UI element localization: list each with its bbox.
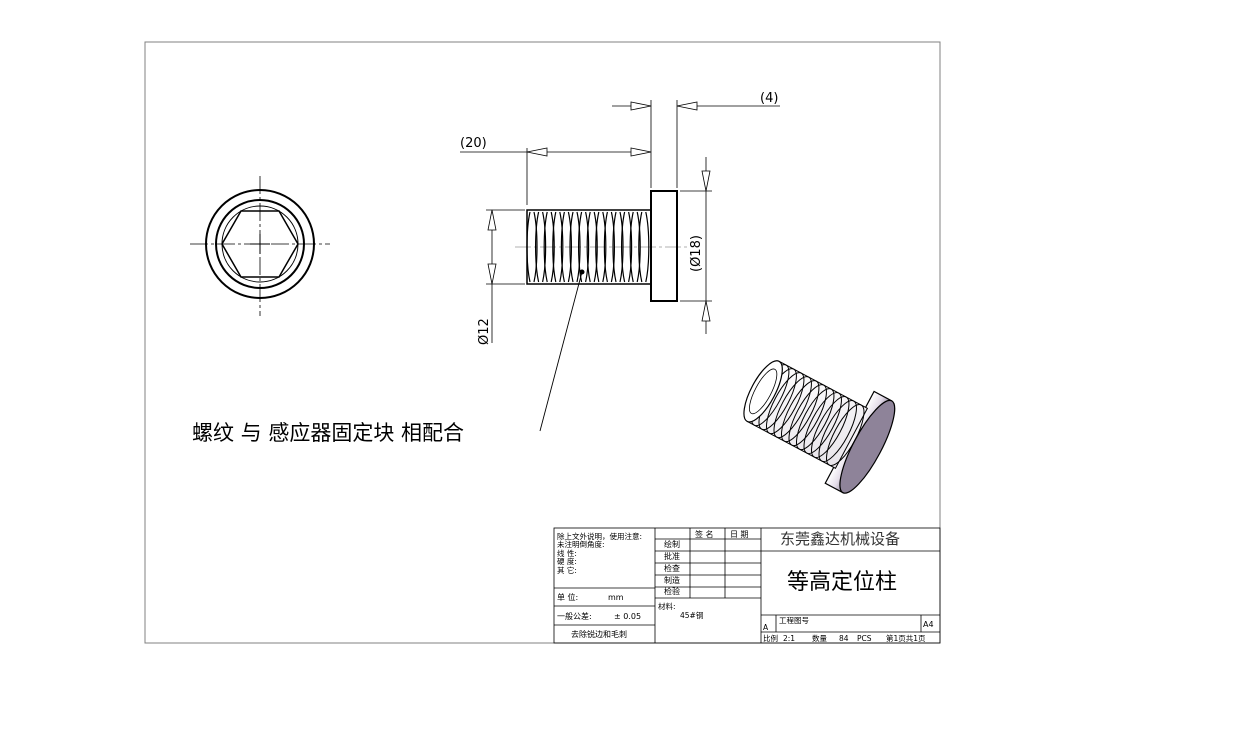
- material-label: 材料:: [658, 601, 676, 611]
- role-draw: 绘制: [664, 539, 680, 549]
- material-value: 45#钢: [680, 610, 703, 620]
- qty-value: 84: [839, 634, 849, 643]
- dim-length-label: (20): [460, 136, 487, 151]
- note-line-3: 线 性:: [557, 548, 577, 558]
- company-name: 东莞鑫达机械设备: [780, 530, 900, 548]
- qty-unit: PCS: [857, 634, 872, 643]
- tolerance-value: ± 0.05: [614, 612, 641, 621]
- role-inspect: 检验: [664, 586, 680, 596]
- note-line-1: 除上文外说明，使用注意:: [557, 531, 642, 541]
- tolerance-label: 一般公差:: [557, 611, 592, 621]
- dim-length: (20): [460, 100, 652, 205]
- role-make: 制造: [664, 575, 680, 585]
- dim-head: (4): [612, 91, 780, 188]
- end-view: [190, 176, 330, 316]
- unit-value: mm: [608, 593, 624, 602]
- qty-label: 数量: [812, 633, 827, 643]
- sheet-border: [144, 41, 941, 644]
- dim-thread-diameter: Ø12: [477, 209, 525, 345]
- isometric-view: [743, 360, 896, 494]
- note-line-5: 其 它:: [557, 565, 577, 575]
- scale-value: 2:1: [783, 634, 795, 643]
- sign-header: 签 名: [695, 529, 714, 539]
- title-block: [553, 527, 941, 644]
- note-line-2: 未注明倒角度:: [557, 539, 605, 549]
- thread-note-text: 螺纹 与 感应器固定块 相配合: [192, 421, 464, 445]
- part-name: 等高定位柱: [787, 570, 897, 595]
- paper-size: A4: [923, 620, 934, 629]
- scale-label: 比例: [763, 633, 778, 643]
- drawing-no-label: 工程图号: [779, 616, 809, 625]
- note-line-4: 硬 度:: [557, 556, 577, 566]
- dim-head-diameter-label: (Ø18): [689, 235, 704, 272]
- dim-head-diameter: (Ø18): [680, 157, 712, 334]
- dim-thread-diameter-label: Ø12: [477, 318, 492, 345]
- unit-label: 单 位:: [557, 592, 578, 602]
- title-block-text: 除上文外说明，使用注意: 未注明倒角度: 线 性: 硬 度: 其 它: 单 位:…: [557, 529, 934, 643]
- dim-head-label: (4): [760, 91, 778, 106]
- date-header: 日 期: [730, 530, 749, 539]
- revision: A: [763, 623, 769, 632]
- edge-note: 去除锐边和毛刺: [571, 629, 627, 639]
- side-view: [515, 190, 690, 302]
- sheet-info: 第1页共1页: [886, 633, 926, 643]
- thread-note: 螺纹 与 感应器固定块 相配合: [192, 269, 585, 445]
- role-check: 检查: [664, 563, 680, 573]
- role-approve: 批准: [664, 551, 680, 561]
